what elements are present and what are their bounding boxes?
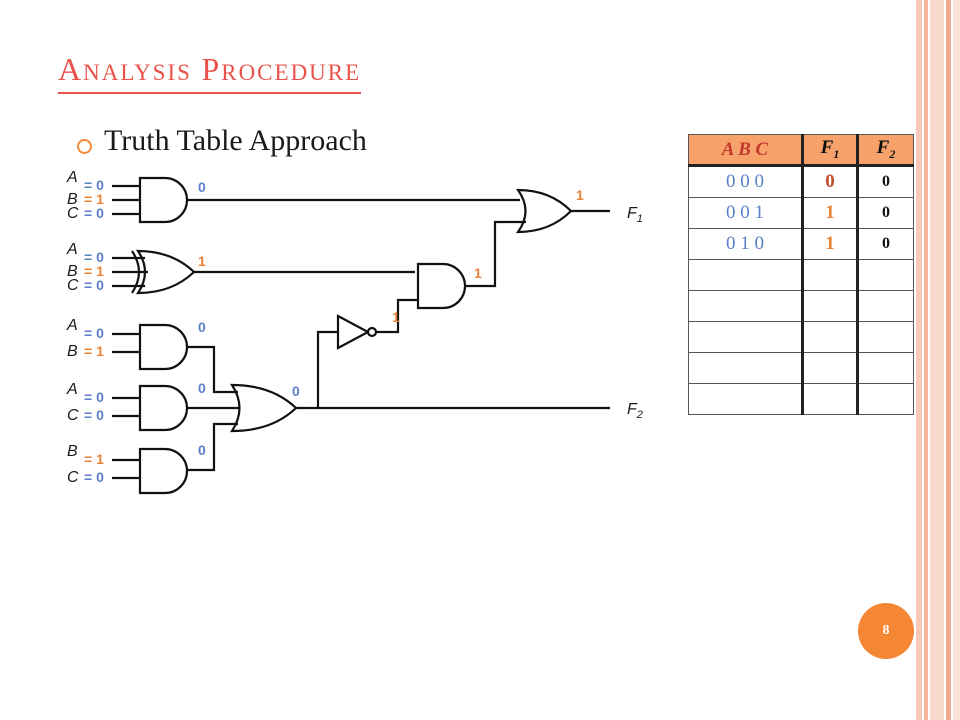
cell-abc — [688, 259, 804, 291]
cell-f2 — [857, 321, 914, 353]
cell-abc: 0 0 1 — [688, 197, 804, 229]
cell-abc: 0 0 0 — [688, 165, 804, 198]
page-title: ANALYSIS PROCEDURE — [58, 52, 362, 94]
and3-gate — [138, 176, 189, 224]
input-letter: C — [67, 407, 79, 424]
truth-table-header: A B C F1 F2 — [688, 134, 914, 167]
input-letter: A — [66, 241, 78, 258]
cell-f1 — [802, 321, 859, 353]
cell-abc — [688, 290, 804, 322]
header-abc: A B C — [688, 134, 804, 167]
cell-f2 — [857, 383, 914, 415]
input-letter: C — [67, 469, 79, 486]
and-bc-gate — [138, 447, 189, 495]
cell-f1: 1 — [802, 197, 859, 229]
header-f1: F1 — [802, 134, 859, 167]
circuit-wires — [112, 176, 610, 495]
input-value: = 1 — [84, 191, 104, 207]
input-letter: B — [67, 443, 78, 460]
decorative-stripes — [916, 0, 960, 720]
and-ab-gate — [138, 323, 189, 371]
bullet-icon — [77, 139, 92, 154]
or-f2-output-value: 0 — [292, 383, 300, 399]
input-letter: C — [67, 277, 79, 294]
cell-abc — [688, 352, 804, 384]
and-ac-output-value: 0 — [198, 380, 206, 396]
cell-abc: 0 1 0 — [688, 228, 804, 260]
input-value: = 0 — [84, 407, 104, 423]
input-letter: C — [67, 205, 79, 222]
not-output-value: 1 — [392, 309, 400, 325]
cell-f1 — [802, 259, 859, 291]
input-letter: A — [66, 317, 78, 334]
cell-f1: 0 — [802, 165, 859, 198]
input-value: = 1 — [84, 263, 104, 279]
input-letter: A — [66, 381, 78, 398]
cell-f1 — [802, 352, 859, 384]
not-gate — [336, 314, 371, 350]
input-value: = 0 — [84, 177, 104, 193]
truth-table-row — [688, 321, 914, 353]
and3-output-value: 0 — [198, 179, 206, 195]
cell-f2 — [857, 290, 914, 322]
input-value: = 0 — [84, 277, 104, 293]
page-number-badge: 8 — [858, 603, 914, 659]
truth-table-row — [688, 259, 914, 291]
cell-abc — [688, 321, 804, 353]
input-letter: B — [67, 343, 78, 360]
and-bc-output-value: 0 — [198, 442, 206, 458]
cell-f1 — [802, 290, 859, 322]
cell-f1 — [802, 383, 859, 415]
truth-table-row — [688, 352, 914, 384]
and2-output-value: 1 — [474, 265, 482, 281]
output-f2-label: F2 — [627, 401, 643, 421]
and-ac-gate — [138, 384, 189, 432]
or-f1-output-value: 1 — [576, 187, 584, 203]
or3-gate — [135, 249, 196, 295]
cell-f2: 0 — [857, 165, 914, 198]
input-value: = 0 — [84, 249, 104, 265]
input-value: = 0 — [84, 205, 104, 221]
and-ab-output-value: 0 — [198, 319, 206, 335]
input-letter: A — [66, 169, 78, 186]
truth-table-row — [688, 290, 914, 322]
or-f1-gate — [515, 188, 573, 234]
or3-output-value: 1 — [198, 253, 206, 269]
header-f2: F2 — [857, 134, 914, 167]
cell-f2: 0 — [857, 197, 914, 229]
input-value: = 1 — [84, 343, 104, 359]
input-letter: B — [67, 191, 78, 208]
input-value: = 0 — [84, 389, 104, 405]
input-value: = 0 — [84, 469, 104, 485]
cell-f2 — [857, 352, 914, 384]
input-value: = 0 — [84, 325, 104, 341]
or-f2-gate — [229, 383, 298, 433]
input-letter: B — [67, 263, 78, 280]
cell-f1: 1 — [802, 228, 859, 260]
bullet-text: Truth Table Approach — [104, 124, 367, 157]
input-value: = 1 — [84, 451, 104, 467]
and2-gate — [416, 262, 467, 310]
input-labels: A = 0 B = 1 C = 0 A = 0 B = 1 C = 0 A = 0 B = 1 A = 0 C = 0… — [66, 169, 104, 486]
cell-abc — [688, 383, 804, 415]
truth-table-row — [688, 383, 914, 415]
output-f1-label: F1 — [627, 205, 643, 225]
cell-f2: 0 — [857, 228, 914, 260]
cell-f2 — [857, 259, 914, 291]
